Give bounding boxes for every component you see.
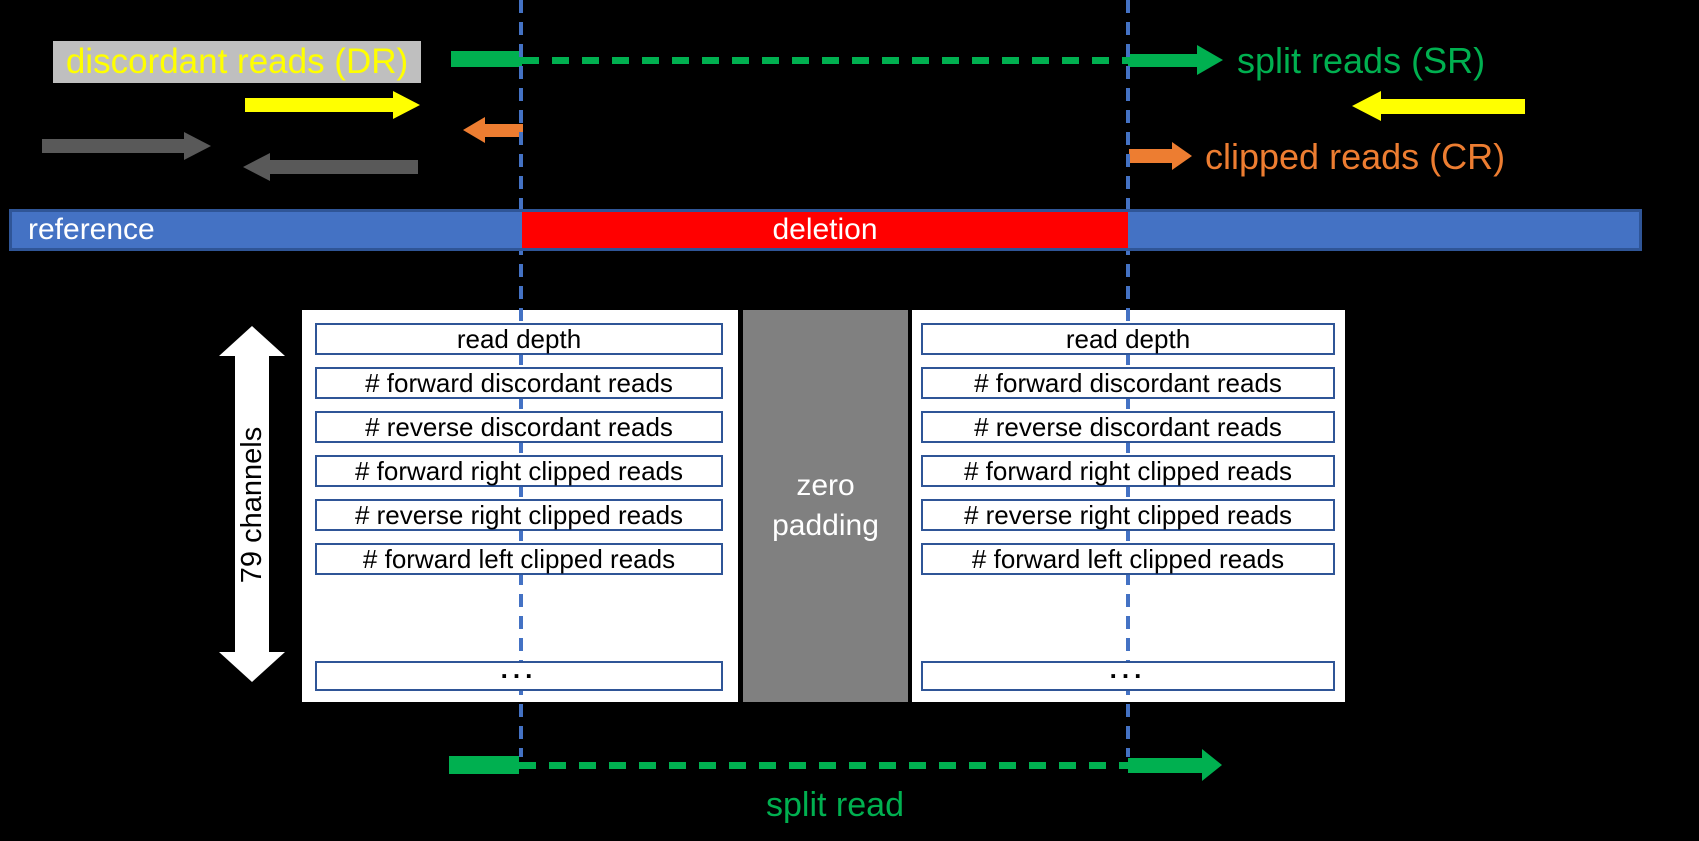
reference-label: reference — [28, 213, 155, 246]
reverse-discordant-read-arrowhead-icon — [1352, 91, 1381, 121]
bottom-split-read-arrowhead-icon — [1202, 749, 1222, 781]
bottom-split-read-segment — [449, 756, 519, 774]
bottom-split-read-dashed-line — [519, 762, 1128, 769]
channel-row: # forward discordant reads — [315, 367, 723, 399]
clipped-reads-label: clipped reads (CR) — [1205, 136, 1506, 177]
channel-row: # forward discordant reads — [921, 367, 1335, 399]
split-read-dashed-line — [522, 57, 1128, 64]
forward-normal-read-arrowhead-icon — [184, 132, 211, 160]
channel-row-ellipsis: ... — [921, 654, 1335, 691]
zero-padding-box: zero padding — [743, 310, 908, 702]
channel-row: read depth — [315, 323, 723, 355]
forward-discordant-read-arrow — [245, 98, 393, 112]
reverse-normal-read-arrowhead-icon — [243, 153, 270, 181]
left-clipped-read-arrowhead-icon — [463, 117, 485, 143]
channels-axis-arrow — [235, 352, 269, 654]
channel-row: # reverse right clipped reads — [921, 499, 1335, 531]
channel-row: # forward left clipped reads — [921, 543, 1335, 575]
bottom-split-read-arrow — [1128, 758, 1202, 773]
split-reads-label: split reads (SR) — [1237, 40, 1486, 81]
left-clipped-read-arrow — [485, 124, 523, 137]
channel-row: # reverse discordant reads — [921, 411, 1335, 443]
forward-discordant-read-arrowhead-icon — [393, 91, 420, 119]
reverse-normal-read-arrow — [270, 160, 418, 174]
channel-row: read depth — [921, 323, 1335, 355]
channels-axis-label: 79 channels — [235, 426, 268, 584]
channels-axis-arrowhead-down-icon — [219, 652, 285, 682]
reference-bar: reference deletion — [9, 209, 1642, 251]
split-read-arrow — [1128, 54, 1197, 67]
channel-row-ellipsis: ... — [315, 654, 723, 691]
deletion-label: deletion — [772, 213, 878, 246]
discordant-reads-label: discordant reads (DR) — [53, 41, 421, 83]
split-read-arrowhead-icon — [1197, 45, 1223, 75]
channel-row: # forward right clipped reads — [921, 455, 1335, 487]
zero-padding-label-line2: padding — [772, 509, 879, 542]
right-clipped-read-arrowhead-icon — [1172, 142, 1192, 170]
forward-normal-read-arrow — [42, 139, 184, 153]
right-clipped-read-arrow — [1129, 149, 1172, 163]
channel-row: # reverse discordant reads — [315, 411, 723, 443]
channels-axis-arrowhead-up-icon — [219, 326, 285, 356]
reverse-discordant-read-arrow — [1381, 99, 1525, 114]
split-read-label: split read — [766, 786, 904, 824]
zero-padding-label-line1: zero — [796, 468, 855, 502]
channel-row: # forward left clipped reads — [315, 543, 723, 575]
deletion-region: deletion — [522, 212, 1128, 248]
channel-row: # forward right clipped reads — [315, 455, 723, 487]
split-read-segment-left — [451, 51, 522, 67]
channel-row: # reverse right clipped reads — [315, 499, 723, 531]
